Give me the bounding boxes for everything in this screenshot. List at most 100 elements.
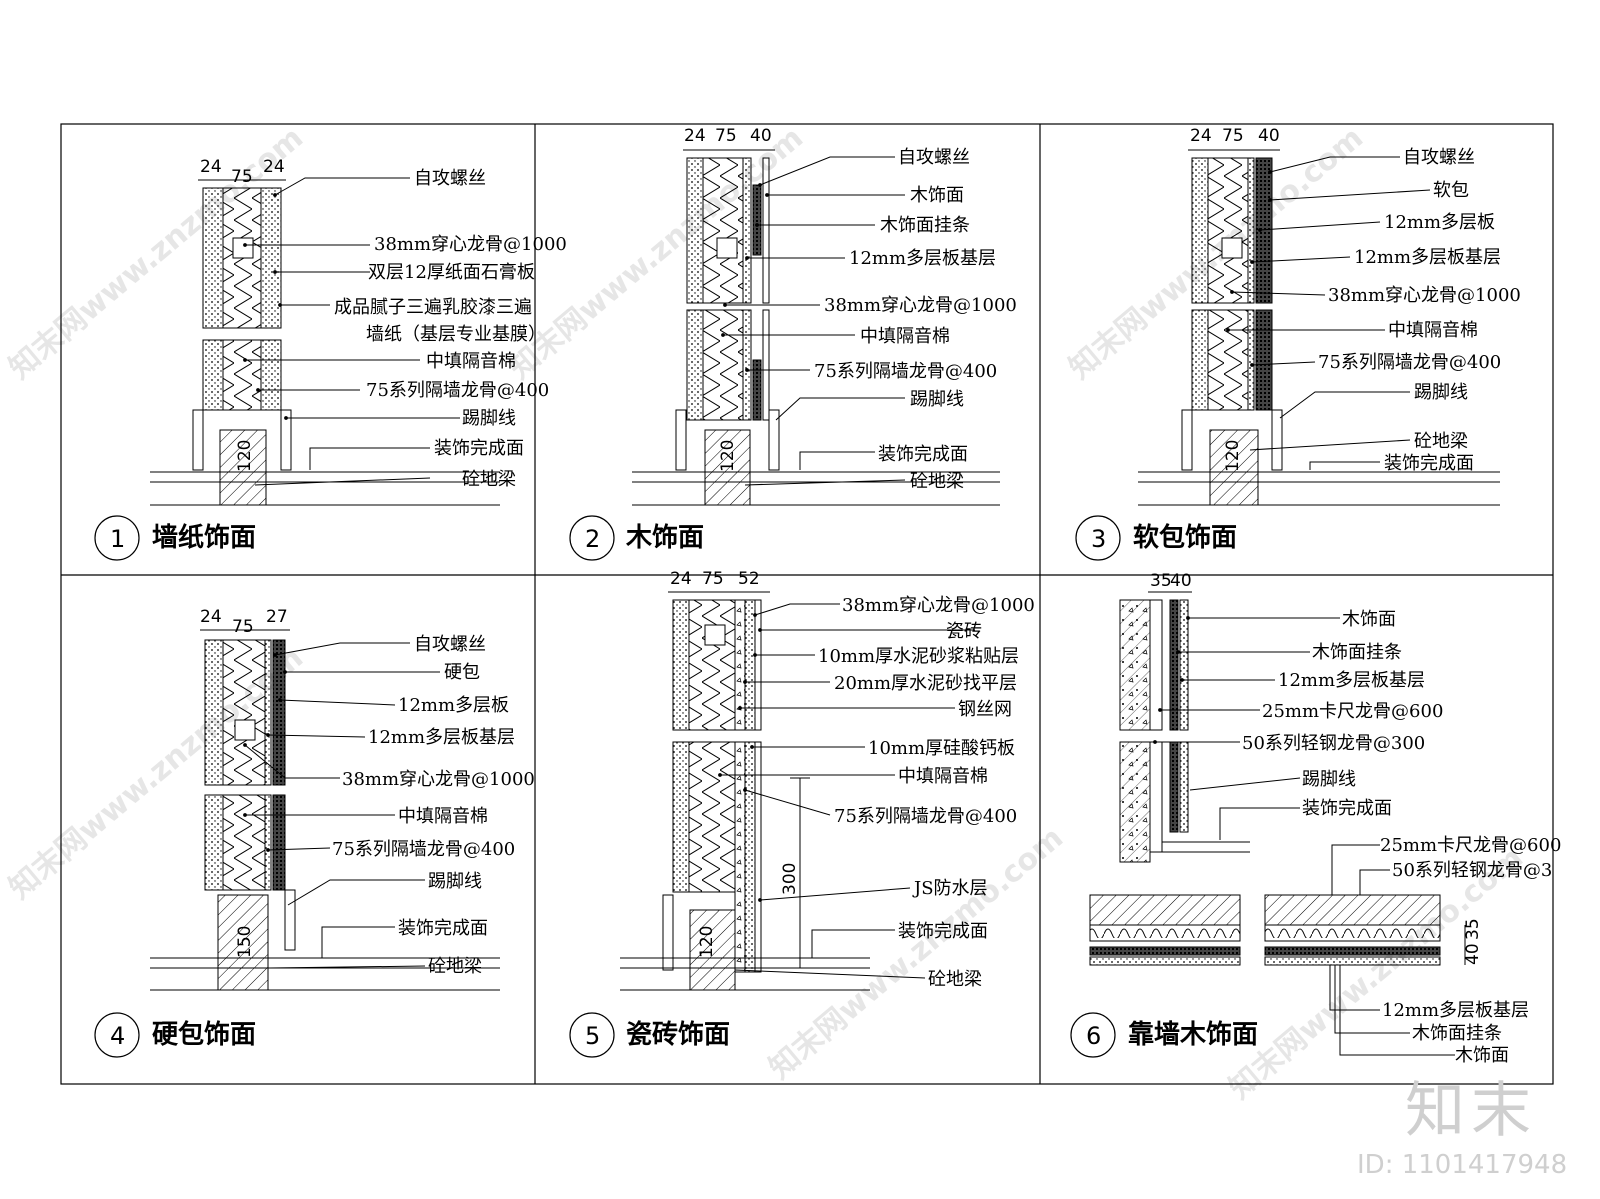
dim-5-c: 52: [738, 569, 760, 589]
sheet-frame: [60, 123, 1554, 1085]
leaders-1: [243, 177, 460, 486]
wall-section-3: 120: [1138, 157, 1500, 506]
label-5-7: 75系列隔墙龙骨@400: [834, 806, 1017, 827]
dim-5-b: 75: [702, 569, 724, 589]
plan-dim-6-a: 40: [1463, 943, 1483, 965]
label-2-1: 木饰面: [910, 185, 964, 206]
panel-2-wood-veneer-detail: 120 24 75 40 自攻螺丝 木饰面 木饰面挂条 12mm多层板基层 38…: [569, 126, 1017, 561]
dim-1-b: 75: [231, 167, 253, 187]
label-6-5: 踢脚线: [1302, 769, 1356, 790]
detail-number-6: 6: [1086, 1022, 1101, 1050]
label-1-0: 自攻螺丝: [414, 168, 486, 189]
label-3-5: 中填隔音棉: [1388, 320, 1478, 341]
dim-6-b: 40: [1170, 571, 1192, 591]
dim-4-a: 24: [200, 607, 222, 627]
detail-title-1: 墙纸饰面: [152, 522, 256, 553]
label-1-8: 装饰完成面: [434, 438, 524, 459]
callouts-6: 木饰面 木饰面挂条 12mm多层板基层 25mm卡尺龙骨@600 50系列轻钢龙…: [1242, 609, 1561, 1066]
label-2-4: 38mm穿心龙骨@1000: [824, 295, 1017, 316]
panel-1-wallpaper-detail: 120 24 75 24 自攻螺丝 38mm穿心龙骨@1000 双层12厚纸面石…: [94, 157, 567, 561]
label-6-9: 12mm多层板基层: [1382, 1000, 1529, 1021]
label-1-7: 踢脚线: [462, 408, 516, 429]
section-dim-1: 120: [235, 440, 255, 472]
wall-section-1: 120: [150, 187, 500, 506]
section-dim-3: 120: [1223, 440, 1243, 472]
detail-number-circle-5: [569, 1012, 615, 1058]
label-1-4: 墙纸（基层专业基膜）: [366, 324, 546, 345]
label-6-11: 木饰面: [1455, 1045, 1509, 1066]
section-dim-5: 120: [697, 926, 717, 958]
label-4-9: 砼地梁: [428, 956, 482, 977]
dims-1: 24 75 24: [198, 157, 286, 187]
label-6-8: 50系列轻钢龙骨@3: [1392, 860, 1552, 881]
wall-section-4: 150: [150, 639, 500, 991]
wall-section-6: 40 35: [1089, 599, 1483, 966]
label-2-3: 12mm多层板基层: [849, 248, 996, 269]
label-4-2: 12mm多层板: [398, 695, 509, 716]
label-5-10: 砼地梁: [928, 969, 982, 990]
label-4-7: 踢脚线: [428, 871, 482, 892]
dim-3-a: 24: [1190, 126, 1212, 146]
label-5-3: 20mm厚水泥砂找平层: [834, 673, 1017, 694]
label-1-5: 中填隔音棉: [426, 351, 516, 372]
detail-number-5: 5: [585, 1022, 600, 1050]
label-4-0: 自攻螺丝: [414, 634, 486, 655]
label-5-4: 钢丝网: [958, 699, 1012, 720]
dim-4-c: 27: [266, 607, 288, 627]
dim-6-a: 35: [1150, 571, 1172, 591]
detail-number-circle-1: [94, 515, 140, 561]
detail-title-5: 瓷砖饰面: [626, 1020, 730, 1050]
label-5-9: 装饰完成面: [898, 921, 988, 942]
dims-4: 24 75 27: [200, 607, 290, 637]
callouts-4: 自攻螺丝 硬包 12mm多层板 12mm多层板基层 38mm穿心龙骨@1000 …: [332, 634, 535, 977]
label-1-2: 双层12厚纸面石膏板: [368, 261, 535, 283]
label-5-8: JS防水层: [912, 878, 988, 899]
plan-dim-6-b: 35: [1463, 918, 1483, 940]
leaders-5: [718, 603, 975, 979]
callouts-1: 自攻螺丝 38mm穿心龙骨@1000 双层12厚纸面石膏板 成品腻子三遍乳胶漆三…: [334, 168, 567, 490]
label-6-0: 木饰面: [1342, 609, 1396, 630]
wall-section-5: 300 120: [620, 599, 870, 991]
detail-number-circle-3: [1075, 515, 1121, 561]
panel-4-hard-padding-detail: 150 24 75 27 自攻螺丝 硬包 12mm多层板 12mm多层板基层 3…: [94, 607, 535, 1058]
brand-logo: 知末: [1405, 1076, 1537, 1146]
id-label: ID: 1101417948: [1357, 1150, 1568, 1180]
label-3-8: 砼地梁: [1414, 431, 1468, 452]
label-3-2: 12mm多层板: [1384, 212, 1495, 233]
callouts-3: 自攻螺丝 软包 12mm多层板 12mm多层板基层 38mm穿心龙骨@1000 …: [1318, 147, 1521, 474]
detail-title-4: 硬包饰面: [152, 1019, 256, 1050]
leaders-4: [243, 642, 440, 969]
label-2-5: 中填隔音棉: [860, 326, 950, 347]
label-3-6: 75系列隔墙龙骨@400: [1318, 352, 1501, 373]
dim-4-b: 75: [232, 617, 254, 637]
dims-6: 35 40: [1148, 571, 1192, 593]
detail-number-4: 4: [110, 1022, 125, 1050]
dim-2-b: 75: [715, 126, 737, 146]
label-6-2: 12mm多层板基层: [1278, 670, 1425, 691]
label-3-9: 装饰完成面: [1384, 453, 1474, 474]
dims-3: 24 75 40: [1188, 126, 1280, 151]
label-5-2: 10mm厚水泥砂浆粘贴层: [818, 646, 1019, 667]
label-6-7: 25mm卡尺龙骨@600: [1380, 835, 1561, 856]
dim-1-a: 24: [200, 157, 222, 177]
panel-3-soft-padding-detail: 120 24 75 40 自攻螺丝 软包 12mm多层板 12mm多层板基层 3…: [1075, 126, 1521, 561]
label-3-3: 12mm多层板基层: [1354, 247, 1501, 268]
label-4-3: 12mm多层板基层: [368, 727, 515, 748]
leaders-2: [721, 156, 906, 486]
watermark-text: 知末网www.znzmo.com: [763, 820, 1070, 1086]
panel-5-ceramic-tile-detail: 300 120 24 75 52 38mm穿心龙骨@1000 瓷砖 10mm厚水…: [569, 569, 1035, 1058]
dim-5-a: 24: [670, 569, 692, 589]
dim-3-c: 40: [1258, 126, 1280, 146]
dims-2: 24 75 40: [683, 126, 775, 151]
label-2-2: 木饰面挂条: [880, 215, 970, 236]
leaders-3: [1226, 156, 1431, 470]
detail-number-circle-2: [569, 515, 615, 561]
wall-section-2: 120: [632, 157, 1000, 506]
panel-6-wall-mounted-wood-detail: 40 35 35 40 木饰面 木饰面挂条 12mm多层板基层 25mm卡: [1070, 571, 1561, 1066]
label-1-3: 成品腻子三遍乳胶漆三遍: [334, 297, 532, 318]
label-6-10: 木饰面挂条: [1412, 1023, 1502, 1044]
label-6-1: 木饰面挂条: [1312, 642, 1402, 663]
label-5-1: 瓷砖: [946, 621, 982, 642]
detail-number-3: 3: [1091, 525, 1106, 553]
label-4-5: 中填隔音棉: [398, 806, 488, 827]
